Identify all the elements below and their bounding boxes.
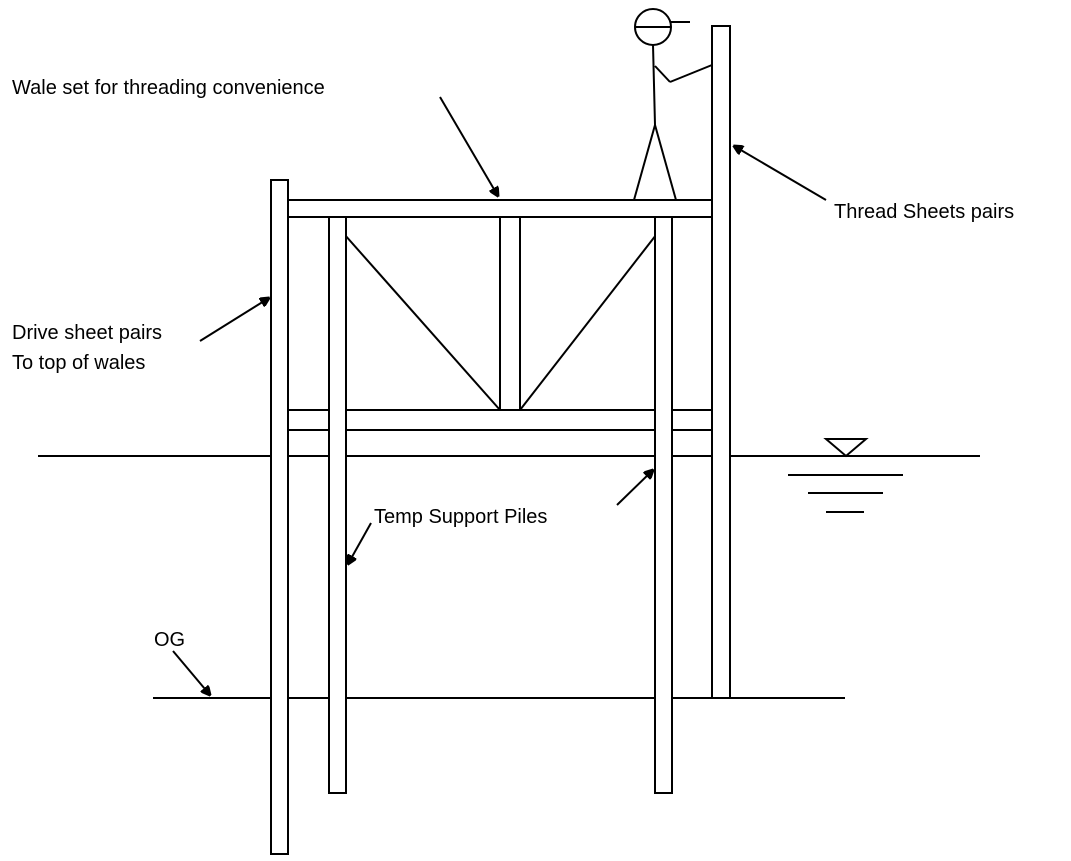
- thread-sheet-pile: [711, 25, 731, 699]
- drive-sheet-label-line2: To top of wales: [12, 352, 146, 374]
- water-level-symbol: [788, 438, 903, 513]
- center-strut: [499, 216, 521, 411]
- temp-support-label: Temp Support Piles: [374, 506, 548, 528]
- drive-sheet-pile: [270, 179, 289, 855]
- temp-support-pile-left: [328, 216, 347, 794]
- worker-figure: [633, 8, 713, 201]
- wale-set-label: Wale set for threading convenience: [12, 77, 325, 99]
- og-arrow: [172, 650, 210, 695]
- temp-support-pile-right: [654, 216, 673, 794]
- drive-sheet-arrow: [199, 298, 269, 342]
- diagonal-braces: [328, 216, 671, 411]
- temp-support-arrow-right: [616, 470, 653, 506]
- thread-sheets-arrow: [734, 146, 827, 201]
- upper-wale: [287, 199, 713, 218]
- wale-set-arrow: [439, 96, 498, 196]
- thread-sheets-label: Thread Sheets pairs: [834, 201, 1015, 223]
- lower-wale: [287, 409, 713, 431]
- og-label: OG: [154, 629, 186, 651]
- temp-support-arrow-left: [348, 522, 372, 564]
- drive-sheet-label-line1: Drive sheet pairs: [12, 322, 163, 344]
